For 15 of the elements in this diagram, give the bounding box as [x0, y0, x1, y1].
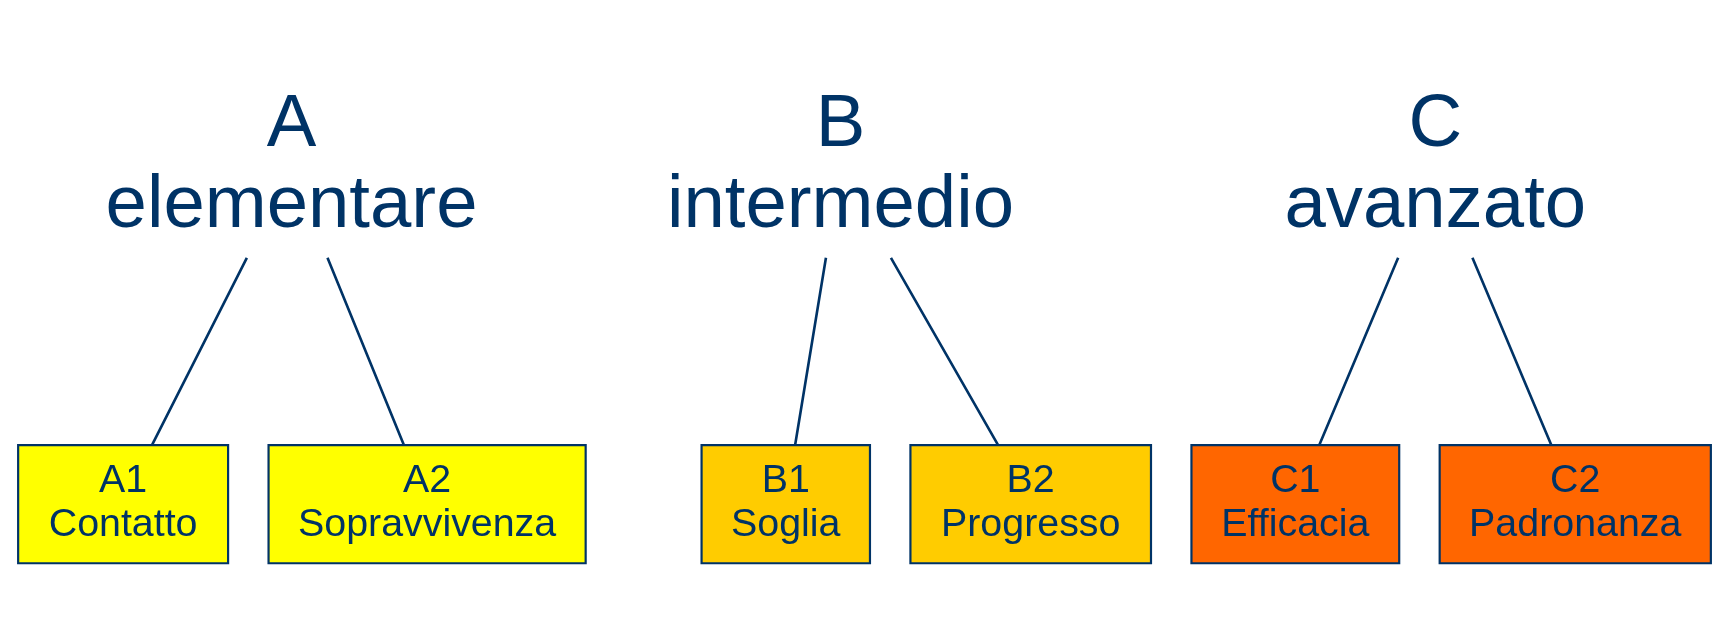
node-box: C1 Efficacia [1190, 443, 1401, 564]
node-text: C avanzato [1284, 78, 1587, 243]
node-box: A2 Sopravvivenza [267, 443, 587, 564]
node-box: B1 Soglia [700, 443, 872, 564]
connector [889, 256, 1000, 445]
node-text: A elementare [105, 78, 478, 243]
connector [1318, 256, 1400, 445]
node-box: B2 Progresso [909, 443, 1153, 564]
connector [150, 256, 248, 445]
node-text: B intermedio [666, 78, 1014, 243]
node-box: A1 Contatto [17, 443, 230, 564]
connector [1471, 256, 1553, 445]
node-box: C2 Padronanza [1438, 443, 1712, 564]
connector [793, 257, 828, 445]
connector [326, 256, 405, 445]
